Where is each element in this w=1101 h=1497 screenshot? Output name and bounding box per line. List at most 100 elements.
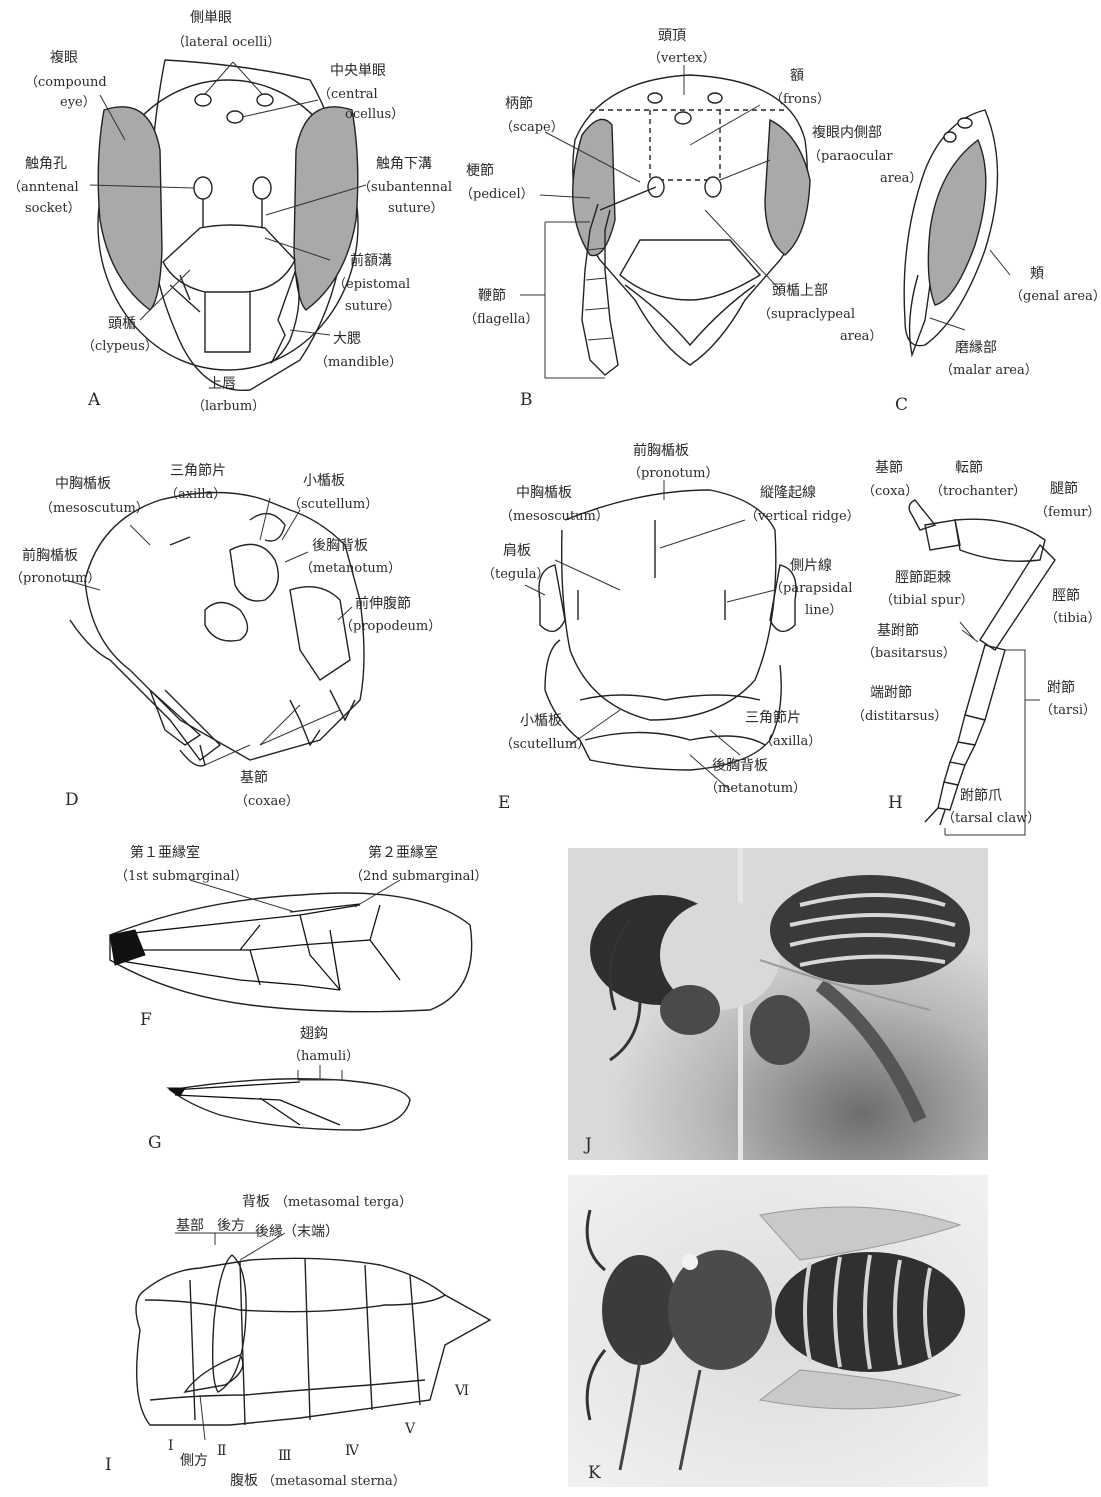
label-tarsal-claw-en: （tarsal claw） xyxy=(942,811,1040,826)
label-coxa-jp: 基節 xyxy=(875,459,903,476)
label-femur-jp: 腿節 xyxy=(1050,480,1078,497)
label-vertex-jp: 頭頂 xyxy=(658,28,686,44)
label-tarsi-en: （tarsi） xyxy=(1040,703,1096,718)
label-frons-en: （frons） xyxy=(770,92,830,107)
central-ocellus xyxy=(227,111,243,123)
metasoma-outline xyxy=(136,1258,490,1425)
label-vertical-ridge-jp: 縦隆起線 xyxy=(760,485,816,501)
label-paraocular-jp: 複眼内側部 xyxy=(812,124,882,141)
label-axilla-e-jp: 三角節片 xyxy=(745,709,801,726)
label-axilla-e-en: （axilla） xyxy=(760,734,821,749)
panel-k: K xyxy=(568,1175,988,1487)
panel-h: 基節 （coxa） 転節 （trochanter） 腿節 （femur） 脛節距… xyxy=(852,459,1101,835)
label-compound-eye-en1: （compound xyxy=(25,75,107,90)
panel-letter-j: J xyxy=(583,1135,592,1155)
label-distitarsus-jp: 端跗節 xyxy=(870,684,912,701)
label-subantennal-en1: （subantennal xyxy=(358,180,452,195)
label-clypeus-en: （clypeus） xyxy=(82,339,158,354)
label-tarsal-claw-jp: 跗節爪 xyxy=(960,787,1002,804)
label-second-submarginal-jp: 第２亜縁室 xyxy=(368,844,438,861)
label-scutellum-e-en: （scutellum） xyxy=(500,737,590,752)
label-labrum-jp: 上唇 xyxy=(208,376,236,392)
label-sterna-jp: 腹板 xyxy=(230,1472,258,1489)
label-scape-jp: 柄節 xyxy=(505,95,533,112)
panel-d: 中胸楯板 （mesoscutum） 三角節片 （axilla） 小楯板 （scu… xyxy=(10,462,441,810)
label-antennal-socket-en1: （anntenal xyxy=(8,180,79,195)
label-supraclypeal-jp: 頭楯上部 xyxy=(772,283,828,299)
label-pronotum-d-jp: 前胸楯板 xyxy=(22,547,78,564)
label-second-submarginal-en: （2nd submarginal） xyxy=(350,869,488,884)
label-scutellum-d-en: （scutellum） xyxy=(288,497,378,512)
lateral-ocellus-left xyxy=(195,94,211,106)
scutellum-d xyxy=(230,544,278,601)
label-tibial-spur-jp: 脛節距棘 xyxy=(895,569,951,586)
label-epistomal-jp: 前額溝 xyxy=(350,252,392,269)
label-margin: 後縁（末端） xyxy=(255,1224,339,1240)
panel-letter-f: F xyxy=(140,1010,152,1030)
panel-j: J xyxy=(568,848,988,1160)
label-coxae-jp: 基節 xyxy=(240,769,268,786)
label-compound-eye-en2: eye） xyxy=(60,95,96,110)
panel-letter-i: I xyxy=(105,1455,112,1475)
trochanter-shape xyxy=(925,520,960,550)
label-mesoscutum-d-en: （mesoscutum） xyxy=(40,501,149,516)
label-axilla-d-jp: 三角節片 xyxy=(170,462,226,479)
label-compound-eye-jp: 複眼 xyxy=(50,49,78,66)
label-hamuli-en: （hamuli） xyxy=(288,1049,359,1064)
label-genal-en: （genal area） xyxy=(1010,289,1101,304)
coxa-shape xyxy=(909,500,935,530)
panel-c: 頬 （genal area） 磨縁部 （malar area） C xyxy=(895,110,1101,415)
femur-shape xyxy=(955,519,1045,561)
label-tarsi-jp: 跗節 xyxy=(1047,679,1075,696)
label-subantennal-en2: suture） xyxy=(388,201,444,216)
label-central-ocellus-jp: 中央単眼 xyxy=(330,63,386,79)
label-hamuli-jp: 翅鈎 xyxy=(300,1026,328,1042)
label-propodeum-d-en: （propodeum） xyxy=(340,619,441,634)
label-tibia-en: （tibia） xyxy=(1045,611,1101,626)
label-frons-jp: 額 xyxy=(790,68,804,84)
segment-2: Ⅱ xyxy=(217,1443,227,1459)
label-lateral-ocelli-en: （lateral ocelli） xyxy=(172,35,280,50)
label-metanotum-e-jp: 後胸背板 xyxy=(712,758,768,774)
segment-5: Ⅴ xyxy=(404,1421,416,1437)
label-distitarsus-en: （distitarsus） xyxy=(852,709,947,724)
panel-f: 第１亜縁室 （1st submarginal） 第２亜縁室 （2nd subma… xyxy=(110,844,488,1030)
panel-b: 頭頂 （vertex） 額 （frons） 柄節 （scape） 梗節 （ped… xyxy=(460,28,922,410)
label-trochanter-en: （trochanter） xyxy=(930,484,1026,499)
label-posterior: 後方 xyxy=(217,1218,245,1234)
label-vertical-ridge-en: （vertical ridge） xyxy=(745,509,860,524)
label-malar-en: （malar area） xyxy=(940,363,1038,378)
antennal-socket-left xyxy=(194,177,212,199)
panel-letter-c: C xyxy=(895,395,908,415)
label-pedicel-jp: 梗節 xyxy=(466,162,494,179)
segment-6: Ⅵ xyxy=(454,1383,469,1399)
segment-1: Ⅰ xyxy=(168,1438,174,1454)
label-coxae-en: （coxae） xyxy=(235,794,299,809)
panel-letter-g: G xyxy=(148,1133,162,1153)
label-basitarsus-jp: 基跗節 xyxy=(877,622,919,639)
labrum-shape xyxy=(205,292,250,352)
label-parapsidal-jp: 側片線 xyxy=(790,558,832,574)
label-metanotum-e-en: （metanotum） xyxy=(705,781,806,796)
label-malar-jp: 磨縁部 xyxy=(955,340,997,356)
lateral-ocellus-right xyxy=(257,94,273,106)
label-epistomal-en1: （epistomal xyxy=(333,277,410,292)
label-trochanter-jp: 転節 xyxy=(955,459,983,476)
panel-letter-d: D xyxy=(65,790,79,810)
label-central-ocellus-en2: ocellus） xyxy=(345,107,404,122)
label-clypeus-jp: 頭楯 xyxy=(108,316,136,332)
label-mandible-en: （mandible） xyxy=(315,355,402,370)
panel-e: 前胸楯板 （pronotum） 中胸楯板 （mesoscutum） 縦隆起線 （… xyxy=(482,442,860,813)
panel-letter-h: H xyxy=(888,793,903,813)
label-basal: 基部 xyxy=(176,1217,204,1234)
panel-letter-b: B xyxy=(520,390,533,410)
label-parapsidal-en1: （parapsidal xyxy=(770,581,852,596)
label-tegula-en: （tegula） xyxy=(482,567,550,582)
label-terga-jp: 背板 xyxy=(242,1194,270,1210)
label-antennal-socket-jp: 触角孔 xyxy=(25,156,67,172)
eye-b-right xyxy=(765,120,810,255)
panel-i: 背板 （metasomal terga） 基部 後方 後縁（末端） 側方 腹板 … xyxy=(105,1194,490,1489)
distitarsus-shape xyxy=(938,782,958,810)
label-mesoscutum-e-en: （mesoscutum） xyxy=(500,509,609,524)
label-genal-jp: 頬 xyxy=(1030,266,1044,282)
